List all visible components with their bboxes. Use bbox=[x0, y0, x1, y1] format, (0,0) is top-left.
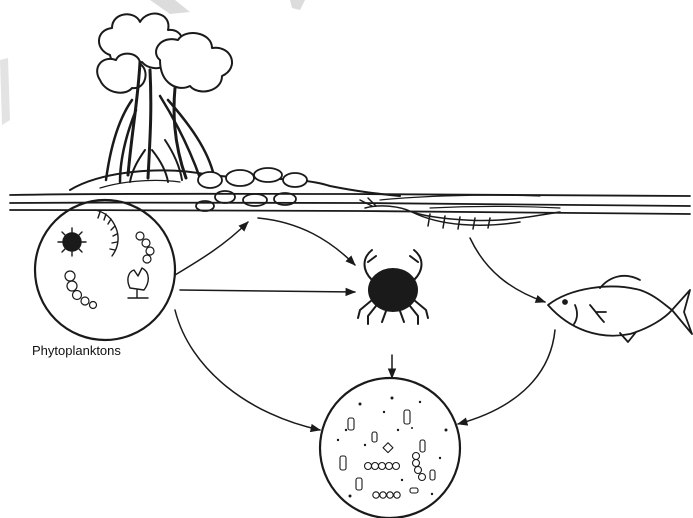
food-web-arrows bbox=[175, 218, 555, 430]
bead-chain-icon bbox=[65, 271, 97, 309]
star-diatom-icon bbox=[58, 228, 86, 256]
cup-alga-icon bbox=[128, 268, 148, 298]
arrow-phyto-to-crab bbox=[180, 290, 355, 292]
detritus-circle bbox=[320, 378, 460, 518]
arrow-fish-to-detritus bbox=[458, 330, 555, 424]
arrow-phyto-to-detritus bbox=[175, 310, 320, 430]
phytoplankton-label: Phytoplanktons bbox=[32, 343, 121, 358]
fish-icon bbox=[548, 276, 692, 342]
crab-icon bbox=[358, 250, 428, 324]
arrow-shore-to-crab bbox=[258, 218, 355, 265]
rocks bbox=[196, 168, 307, 211]
phytoplankton-circle bbox=[35, 200, 175, 340]
arrow-shrimp-to-fish bbox=[470, 238, 545, 302]
filament-alga-icon bbox=[95, 210, 118, 256]
mangrove-tree-icon bbox=[97, 14, 232, 182]
bead-chain-icon bbox=[136, 232, 154, 263]
arrow-phyto-to-shore bbox=[175, 222, 248, 275]
water-surface bbox=[10, 194, 690, 214]
